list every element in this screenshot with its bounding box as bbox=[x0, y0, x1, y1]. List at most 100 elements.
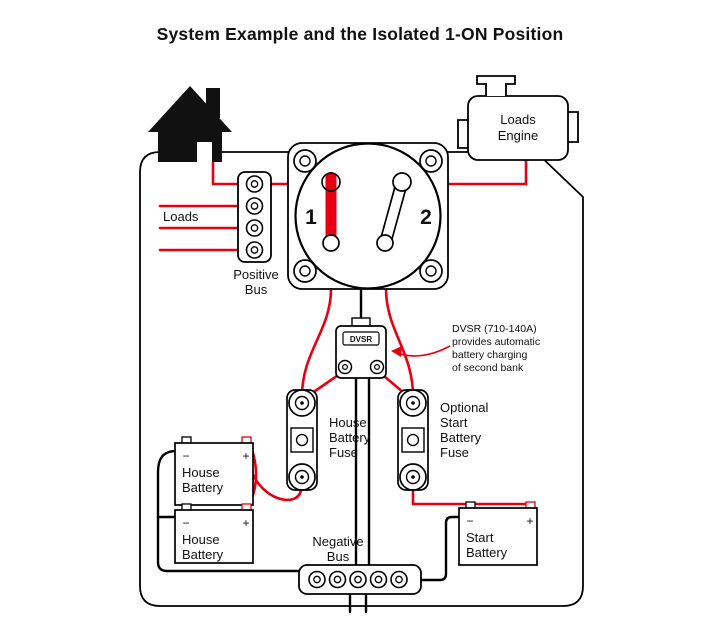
negative-wiring bbox=[156, 287, 461, 614]
dvsr-note-line2: provides automatic bbox=[452, 336, 540, 348]
battery-pos-terminal-label: + bbox=[242, 516, 249, 530]
switch-lever-1-on bbox=[321, 172, 341, 252]
start-fuse-top-terminal-dot bbox=[411, 401, 415, 405]
start-fuse-label-line1: Optional bbox=[440, 400, 489, 415]
dvsr-terminal-center bbox=[374, 364, 381, 371]
house-fuse-element-window bbox=[295, 433, 309, 447]
switch-screw-center bbox=[299, 265, 311, 277]
start-fuse-element-window bbox=[406, 433, 420, 447]
bus-terminal-center bbox=[354, 575, 362, 584]
dvsr-note-line1: DVSR (710-140A) bbox=[452, 323, 537, 335]
switch-lever-1-knob bbox=[322, 234, 340, 252]
engine-mount-left bbox=[457, 119, 468, 149]
house-fuse-label-line3: Fuse bbox=[329, 445, 358, 460]
negative-bus-label-line2: Bus bbox=[327, 549, 350, 564]
switch-lever-2-knob bbox=[376, 234, 394, 252]
switch-lever-1-pivot bbox=[321, 172, 341, 192]
start-battery: − + Start Battery bbox=[458, 501, 538, 566]
dvsr-relay: DVSR bbox=[335, 317, 387, 379]
engine-label-line1: Loads bbox=[500, 112, 536, 127]
house-battery-1-label-line2: Battery bbox=[182, 480, 224, 495]
switch-lever-2-off bbox=[376, 172, 412, 252]
house-fuse-label-line2: Battery bbox=[329, 430, 371, 445]
house-icon bbox=[148, 86, 232, 162]
positive-bus-label-line2: Bus bbox=[245, 282, 268, 297]
battery-case bbox=[458, 507, 538, 566]
switch-lever-2-pivot bbox=[392, 172, 412, 192]
bus-terminal-center bbox=[250, 202, 259, 210]
battery-case bbox=[174, 509, 254, 564]
engine-icon: Loads Engine bbox=[457, 75, 579, 161]
switch-dial bbox=[294, 142, 442, 290]
house-battery-2-label-line1: House bbox=[182, 532, 220, 547]
switch-screw-center bbox=[425, 265, 437, 277]
house-fuse-bottom-terminal-dot bbox=[300, 475, 304, 479]
engine-label-line2: Engine bbox=[498, 128, 538, 143]
engine-body bbox=[467, 95, 569, 161]
dvsr-note-line3: battery charging bbox=[452, 349, 527, 361]
engine-mount-right bbox=[568, 111, 579, 143]
wire-switch2-to-start-fuse bbox=[384, 287, 415, 398]
loads-label: Loads bbox=[163, 209, 199, 224]
house-roof bbox=[148, 86, 232, 132]
bus-terminal-center bbox=[333, 575, 342, 584]
battery-neg-terminal-label: − bbox=[466, 514, 473, 528]
system-enclosure-outline bbox=[139, 151, 584, 607]
house-door bbox=[197, 142, 212, 162]
house-battery-1-label-line1: House bbox=[182, 465, 220, 480]
bus-terminal-center bbox=[313, 575, 321, 584]
wire-start-battery-neg-to-negbus bbox=[416, 515, 461, 582]
battery-switch: 1 2 bbox=[287, 142, 449, 290]
dvsr-note-arrowhead bbox=[391, 346, 402, 357]
start-fuse-bottom-terminal-dot bbox=[411, 475, 415, 479]
dvsr-annotation: DVSR (710-140A) provides automatic batte… bbox=[391, 323, 540, 374]
positive-bus-terminals bbox=[245, 175, 264, 259]
wire-switch-to-engine bbox=[446, 156, 528, 186]
battery-case bbox=[174, 442, 254, 506]
switch-screw-center bbox=[425, 155, 437, 167]
dvsr-terminals bbox=[337, 359, 385, 375]
battery-neg-terminal-label: − bbox=[182, 449, 189, 463]
positive-bus-body bbox=[237, 171, 272, 263]
negative-bus-terminals bbox=[308, 570, 408, 589]
switch-mount-screws bbox=[293, 149, 443, 283]
start-battery-label-line1: Start bbox=[466, 530, 494, 545]
wire-switch1-to-house-fuse bbox=[300, 287, 333, 398]
diagram-title: System Example and the Isolated 1-ON Pos… bbox=[157, 24, 564, 44]
switch-screw-center bbox=[299, 155, 311, 167]
dvsr-terminal-center bbox=[342, 364, 349, 371]
switch-lever-1-bar bbox=[325, 172, 337, 244]
start-fuse-label-line3: Battery bbox=[440, 430, 482, 445]
bus-terminal-center bbox=[250, 224, 259, 232]
house-battery-2: − + House Battery bbox=[174, 503, 254, 564]
start-battery-fuse bbox=[397, 389, 429, 491]
bus-terminal-center bbox=[250, 246, 259, 254]
dvsr-label-plate bbox=[342, 331, 380, 346]
bus-terminal-center bbox=[374, 575, 383, 584]
house-battery-2-label-line2: Battery bbox=[182, 547, 224, 562]
start-fuse-label-line4: Fuse bbox=[440, 445, 469, 460]
bus-terminal-center bbox=[250, 180, 259, 188]
house-battery-1: − + House Battery bbox=[174, 436, 254, 506]
positive-bus-label-line1: Positive bbox=[233, 267, 279, 282]
negative-bus-label-line1: Negative bbox=[312, 534, 363, 549]
house-battery-fuse bbox=[286, 389, 318, 491]
battery-pos-terminal-label: + bbox=[526, 514, 533, 528]
wire-battery1-neg-to-negbus bbox=[156, 449, 307, 573]
switch-position-2-label: 2 bbox=[420, 206, 432, 229]
switch-position-1-label: 1 bbox=[305, 206, 317, 229]
wire-start-fuse-to-start-battery bbox=[411, 489, 532, 506]
bus-terminal-center bbox=[395, 575, 403, 584]
dvsr-label: DVSR bbox=[350, 335, 372, 344]
engine-air-intake bbox=[476, 75, 516, 96]
battery-neg-terminal-label: − bbox=[182, 516, 189, 530]
wire-house-to-positive-bus bbox=[211, 160, 244, 186]
start-fuse-label-line2: Start bbox=[440, 415, 468, 430]
negative-bus: Negative Bus bbox=[298, 534, 422, 595]
battery-pos-terminal-label: + bbox=[242, 449, 249, 463]
dvsr-note-line4: of second bank bbox=[452, 362, 524, 374]
house-fuse-label-line1: House bbox=[329, 415, 367, 430]
house-fuse-top-terminal-dot bbox=[300, 401, 304, 405]
